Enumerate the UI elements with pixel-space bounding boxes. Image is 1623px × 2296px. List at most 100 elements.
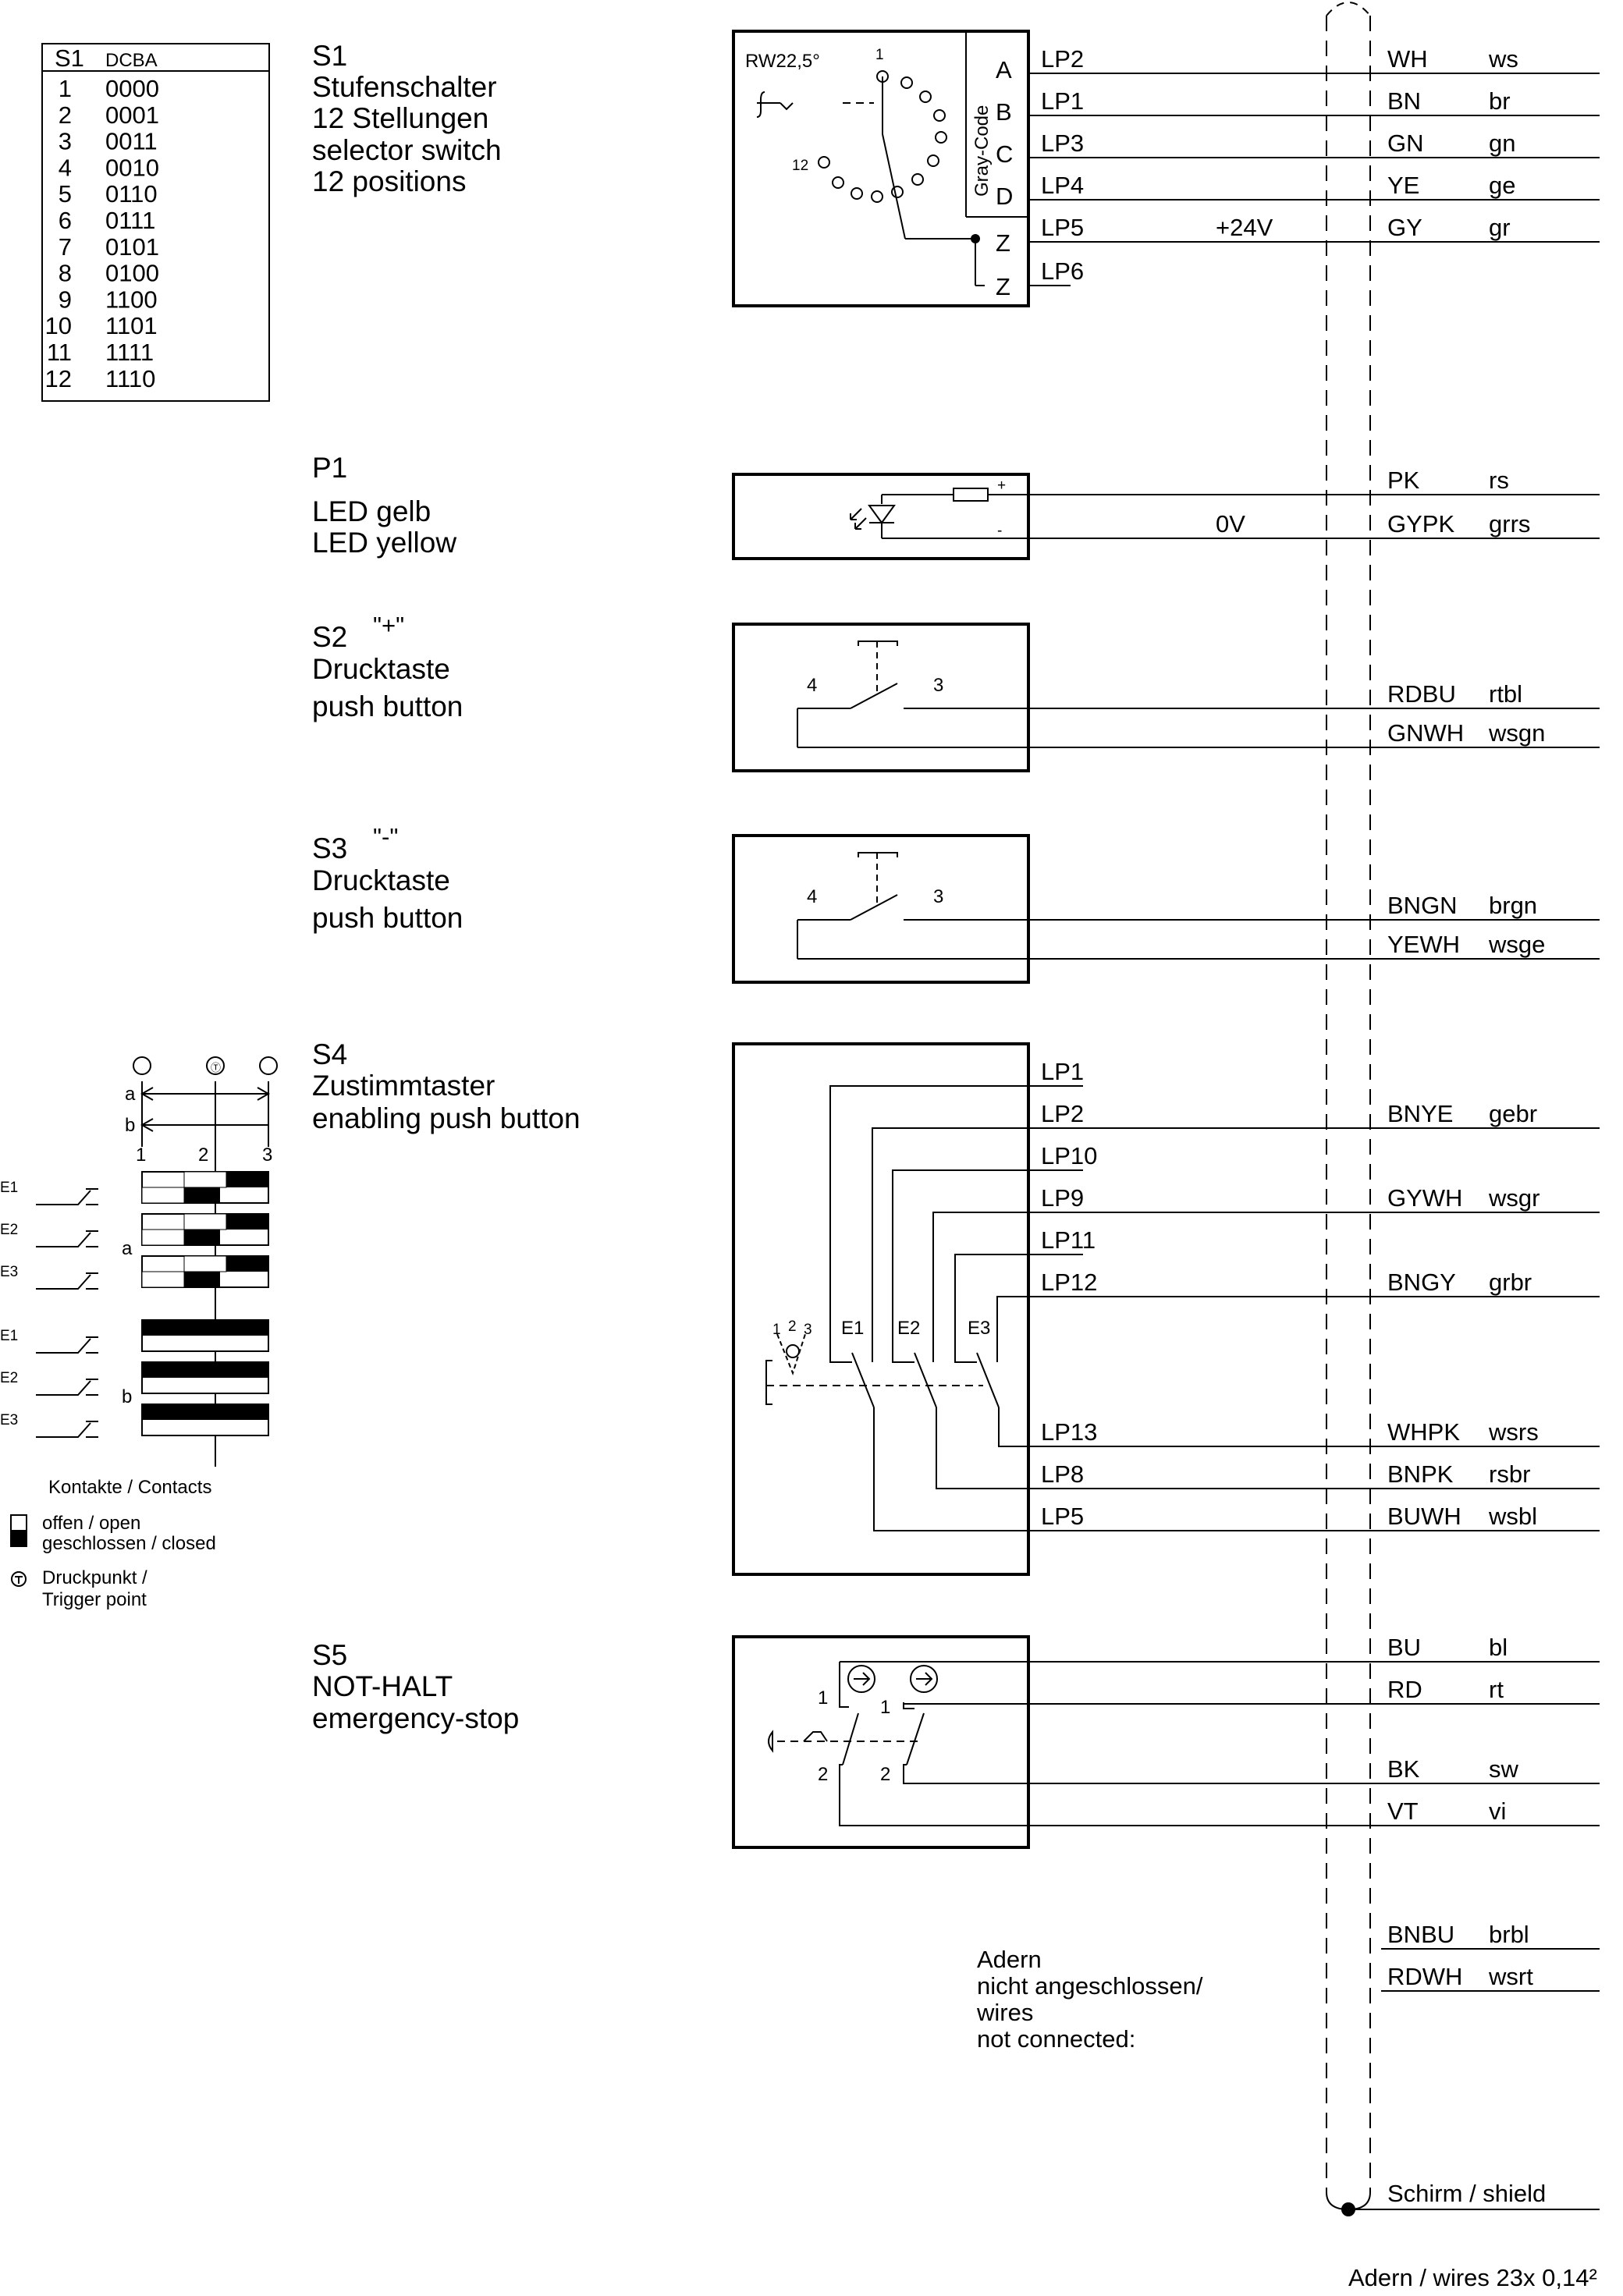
table-row-code: 0101: [105, 233, 159, 261]
s2-line-1: Drucktaste: [312, 653, 450, 685]
wire-color-en: BU: [1387, 1634, 1421, 1661]
wire-voltage: +24V: [1216, 214, 1273, 241]
wire-color-en: BNGY: [1387, 1269, 1456, 1296]
s2-description: S2 "+" Drucktaste push button: [312, 612, 463, 722]
s5-c1-pin-1: 1: [818, 1687, 828, 1709]
timing-group-b: b: [122, 1386, 132, 1407]
table-row-code: 1110: [105, 365, 155, 392]
legend: offen / open geschlossen / closed Druckp…: [10, 1513, 216, 1610]
wire-color-de: gn: [1489, 130, 1515, 157]
timing-row-b-arrowhead: [140, 1118, 154, 1132]
p1-diode-icon: [868, 505, 896, 524]
s5-c1-in: [839, 1662, 849, 1708]
timing-contact-label: E2: [0, 1370, 18, 1386]
timing-bar-closed: [184, 1187, 220, 1203]
contacts-title: Kontakte / Contacts: [48, 1477, 211, 1498]
wire-lp-label: LP6: [1041, 257, 1084, 285]
wire-color-en: RDWH: [1387, 1963, 1462, 1990]
s5-c2-stub: [903, 1704, 914, 1709]
timing-pos-1-icon: [133, 1056, 151, 1075]
wire-color-de: rsbr: [1489, 1460, 1530, 1488]
wire-color-en: YE: [1387, 172, 1419, 199]
table-row-code: 0011: [105, 128, 158, 155]
wire-color-de: wsrs: [1488, 1418, 1539, 1446]
s5-c1-blade: [842, 1712, 859, 1765]
wire-color-en: BN: [1387, 87, 1421, 115]
s4-e1-in: [829, 1085, 1028, 1363]
p1-id: P1: [312, 452, 347, 484]
table-row-pos: 7: [59, 233, 72, 261]
s4-description: S4 Zustimmtaster enabling push button: [312, 1038, 581, 1134]
s4-e1-lp2: [872, 1127, 1028, 1362]
wire-color-en: GNWH: [1387, 719, 1464, 747]
wire-color-en: BUWH: [1387, 1503, 1461, 1530]
dial-position-icon: [911, 173, 924, 186]
s5-id: S5: [312, 1639, 347, 1671]
table-row-pos: 8: [59, 260, 72, 287]
s1-line-3: selector switch: [312, 134, 502, 166]
s5-arrow-icon-2: [916, 1672, 933, 1686]
wire-lp-label: LP3: [1041, 130, 1084, 157]
wire-lp-label: LP1: [1041, 1058, 1084, 1085]
wire-lp-label: LP2: [1041, 1100, 1084, 1127]
p1-box-frame: [732, 473, 1030, 560]
s4-e3-out: [998, 1407, 1028, 1447]
wire-color-en: GN: [1387, 130, 1424, 157]
s4-dial-2: 2: [788, 1318, 797, 1335]
terminal-b: B: [996, 98, 1012, 126]
timing-pos-3: 3: [262, 1144, 272, 1166]
s4-e2-label: E2: [897, 1318, 920, 1339]
table-frame: [41, 43, 270, 402]
s5-arrow-icon-1: [854, 1672, 871, 1686]
s4-dial-3: 3: [804, 1322, 812, 1338]
wire-color-en: GY: [1387, 214, 1422, 241]
wire-color-de: rs: [1489, 467, 1509, 494]
s4-line-2: enabling push button: [312, 1102, 581, 1134]
wire-color-en: BNYE: [1387, 1100, 1453, 1127]
s3-pin-3: 3: [933, 886, 943, 907]
s1-line-4: 12 positions: [312, 165, 466, 197]
timing-bar-open: [141, 1187, 185, 1204]
wire-color-en: BNBU: [1387, 1921, 1454, 1948]
s4-line-1: Zustimmtaster: [312, 1070, 495, 1102]
s4-box-frame: [732, 1042, 1030, 1576]
wire-color-de: gr: [1489, 214, 1511, 241]
wire-color-de: bl: [1489, 1634, 1508, 1661]
wire-color-en: GYWH: [1387, 1184, 1462, 1212]
wire-voltage: 0V: [1216, 510, 1245, 538]
shield-label: Schirm / shield: [1387, 2180, 1546, 2207]
note-line-2: nicht angeschlossen/: [977, 1972, 1203, 2000]
s4-enabling-switch: E1 E2 E3 1 2 3: [732, 1042, 1030, 1576]
legend-trigger-1: Druckpunkt /: [42, 1567, 147, 1588]
timing-bar-open: [141, 1229, 185, 1246]
s5-latch-icon: [803, 1731, 828, 1742]
wire-color-de: wsrt: [1488, 1963, 1533, 1990]
table-row-pos: 11: [47, 339, 72, 366]
timing-bar-closed: [226, 1214, 268, 1230]
wire-lp-label: LP12: [1041, 1269, 1097, 1296]
s3-id: S3: [312, 832, 347, 864]
wire-color-en: WHPK: [1387, 1418, 1460, 1446]
wire-lp-label: LP5: [1041, 1503, 1084, 1530]
timing-contact-label: E2: [0, 1222, 18, 1238]
p1-minus: -: [997, 523, 1002, 539]
timing-contact-icon: [36, 1421, 98, 1438]
timing-pos-1: 1: [136, 1144, 146, 1166]
wire-color-en: BNGN: [1387, 892, 1458, 919]
timing-pos-2: 2: [198, 1144, 208, 1166]
table-row-pos: 10: [45, 312, 72, 339]
dial-position-icon: [832, 176, 844, 189]
wire-color-en: BK: [1387, 1755, 1420, 1783]
table-row-pos: 12: [45, 365, 72, 392]
legend-closed: geschlossen / closed: [42, 1533, 216, 1554]
s1-rw-label: RW22,5°: [745, 51, 820, 72]
s2-pin-4: 4: [807, 675, 817, 696]
wire-color-en: VT: [1387, 1797, 1419, 1825]
wire-color-de: rtbl: [1489, 680, 1522, 708]
timing-bar-open: [141, 1271, 185, 1288]
